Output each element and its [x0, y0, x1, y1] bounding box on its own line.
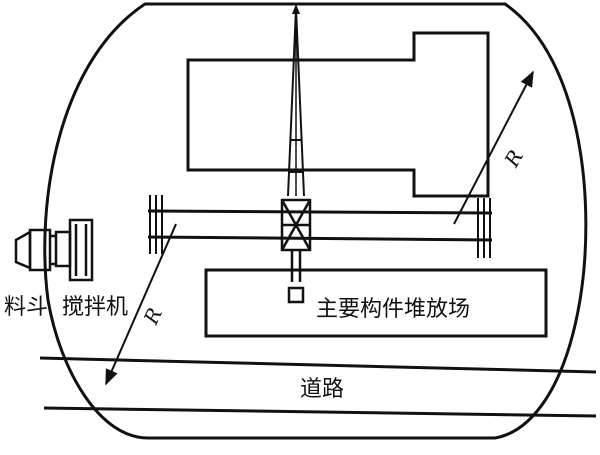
crane-boundary: [43, 2, 588, 440]
hopper-icon: [14, 228, 56, 272]
storage-yard-label: 主要构件堆放场: [316, 297, 470, 322]
tower-crane: [280, 4, 312, 304]
storage-yard-box: [204, 268, 548, 338]
crane-rails: [147, 195, 493, 258]
mixer-icon: [54, 218, 94, 282]
radius-label-right: R: [499, 146, 528, 172]
road-lines: [39, 356, 597, 418]
radius-arrow-left: [105, 223, 177, 386]
building-outline: [186, 31, 490, 198]
counterweight: [287, 286, 305, 304]
road-label: 道路: [300, 377, 344, 402]
crane-jib: [287, 7, 305, 197]
hopper-label: 料斗: [4, 295, 48, 320]
counter-jib: [290, 250, 302, 282]
mixer-label: 搅拌机: [62, 295, 128, 320]
radius-label-left: R: [138, 304, 167, 329]
radius-arrow-right: [453, 70, 534, 225]
